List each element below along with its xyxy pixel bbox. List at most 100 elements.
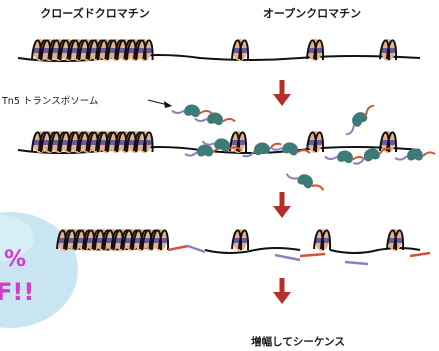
dna-wrap (142, 39, 154, 61)
nucleosome (231, 229, 250, 251)
dna-wrap (231, 229, 243, 251)
adapter-red (422, 151, 436, 157)
arrow-head (273, 94, 291, 106)
tn5-label: Tn5 トランスポソーム (1, 96, 98, 107)
tn5-transposome (269, 142, 311, 156)
tn5-transposomes (184, 104, 436, 191)
tn5-transposome (324, 150, 366, 164)
tn5-protein (364, 148, 380, 162)
dna-wrap (313, 229, 325, 251)
dna-wrap (158, 229, 170, 251)
dna-wrap (238, 39, 250, 61)
badge-line2: F!! (0, 278, 34, 306)
nucleosome (306, 131, 325, 153)
tn5-protein (352, 112, 368, 127)
adapter-purple (242, 150, 255, 158)
dna-wrap (236, 131, 248, 153)
nucleosome (379, 39, 398, 61)
open-nucleosomes (231, 229, 405, 251)
arrow-head (273, 292, 291, 304)
dna-row-3 (56, 229, 431, 266)
adapter-segment (344, 260, 369, 266)
nucleosome (135, 131, 154, 153)
adapter-segment (187, 244, 206, 254)
dna-wrap (231, 39, 243, 61)
nucleosome (229, 131, 248, 153)
open-chromatin-label: オープンクロマチン (263, 6, 361, 20)
dna-fragment (329, 247, 421, 254)
dna-wrap (320, 229, 332, 251)
adapter-purple (269, 146, 283, 151)
free-tn5-transposome (171, 104, 213, 118)
tn5-protein (184, 104, 200, 118)
adapter-segment (299, 252, 326, 258)
tn5-protein (337, 150, 353, 164)
tn5-transposome (194, 112, 236, 126)
dna-fragment (204, 247, 301, 254)
dna-wrap (306, 39, 318, 61)
tn5-transposome (345, 104, 375, 136)
tn5-transposome (352, 147, 392, 165)
nucleosome (313, 229, 332, 251)
adapter-purple (184, 151, 198, 157)
dna-wrap (379, 39, 391, 61)
nucleosome (306, 39, 325, 61)
dna-wrap (306, 131, 318, 153)
dna-wrap (238, 229, 250, 251)
adapter-purple (194, 117, 208, 123)
arrow-shaft (279, 192, 285, 208)
nucleosome (379, 131, 398, 153)
dna-wrap (151, 229, 163, 251)
dna-wrap (386, 131, 398, 153)
badge-highlight (0, 214, 34, 262)
tn5-pointer-arrow (147, 99, 172, 108)
tn5-transposome (171, 104, 213, 118)
adapter-segment (409, 251, 431, 258)
adapter-purple (171, 109, 185, 115)
arrow-shaft (279, 80, 285, 96)
tn5-protein (197, 144, 213, 157)
adapter-red (199, 109, 213, 115)
tn5-transposome (201, 138, 243, 152)
dna-wrap (313, 39, 325, 61)
dna-wrap (313, 131, 325, 153)
adapter-purple (352, 157, 366, 165)
pointer-head (164, 101, 172, 108)
adapter-segment (274, 253, 301, 262)
dna-wrap (135, 39, 147, 61)
adapter-red (311, 184, 325, 191)
dna-wrap (393, 229, 405, 251)
adapter-red (365, 104, 375, 115)
adapter-segment (167, 244, 189, 252)
adapter-red (378, 147, 392, 155)
nucleosome (231, 39, 250, 61)
closed-nucleosome-array (31, 39, 154, 61)
process-arrow (273, 192, 291, 218)
tn5-protein (297, 174, 313, 189)
dna-wrap (386, 39, 398, 61)
adapter-red (229, 146, 243, 152)
tn5-protein (214, 138, 230, 152)
adapter-red (222, 117, 236, 123)
dna-wrap (379, 131, 391, 153)
nucleosome (151, 229, 170, 251)
adapter-purple (394, 155, 408, 161)
open-nucleosomes (229, 131, 398, 153)
tn5-protein (407, 148, 423, 161)
tagged-fragments (167, 244, 431, 266)
dna-wrap (386, 229, 398, 251)
dna-row-1 (17, 39, 421, 62)
dna-wrap (135, 131, 147, 153)
dna-wrap (142, 131, 154, 153)
adapter-purple (285, 173, 299, 180)
dna-wrap (229, 131, 241, 153)
arrow-shaft (279, 278, 285, 294)
closed-nucleosome-array (56, 229, 170, 251)
tn5-transposome (242, 142, 282, 158)
nucleosome (386, 229, 405, 251)
process-arrows (273, 80, 291, 304)
adapter-red (297, 149, 311, 154)
tn5-transposome (285, 173, 325, 191)
adapter-purple (345, 125, 355, 136)
